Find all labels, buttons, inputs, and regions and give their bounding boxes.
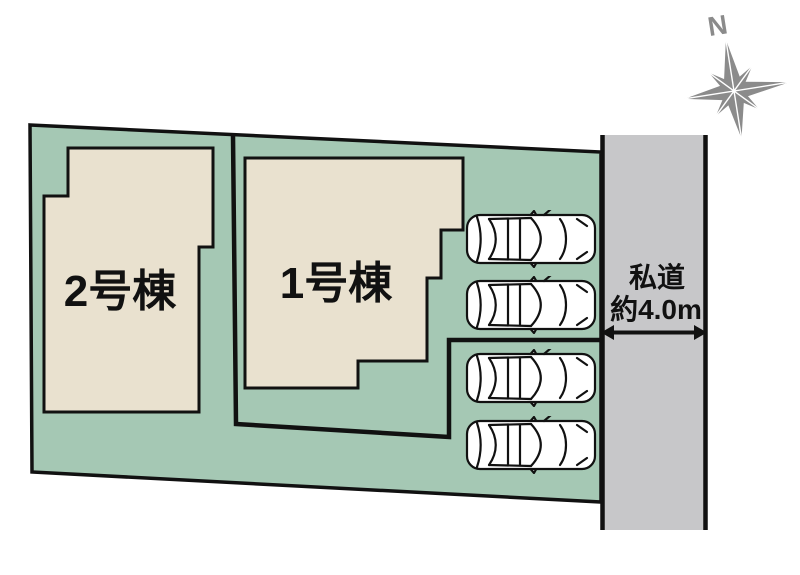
building-1-label: 1号棟 [280,259,393,308]
building-1-footprint [243,156,465,390]
building-2-label: 2号棟 [64,267,177,316]
car-top-view-icon [465,349,597,407]
arrow-head-left-icon [601,325,614,340]
building-2-footprint [42,146,215,414]
road-width-label: 約4.0m [610,293,702,325]
car-top-view-icon [465,276,597,334]
lot-boundary-line [230,135,601,440]
road-width-arrow [601,325,707,340]
car-top-view-icon [465,210,597,268]
compass-facet-lines [684,39,790,139]
car-top-view-icon [465,416,597,474]
road-name-label: 私道 [629,261,685,293]
arrow-head-right-icon [694,325,707,340]
compass-north-label: N [706,9,730,42]
compass-rose-icon: N [684,9,790,139]
